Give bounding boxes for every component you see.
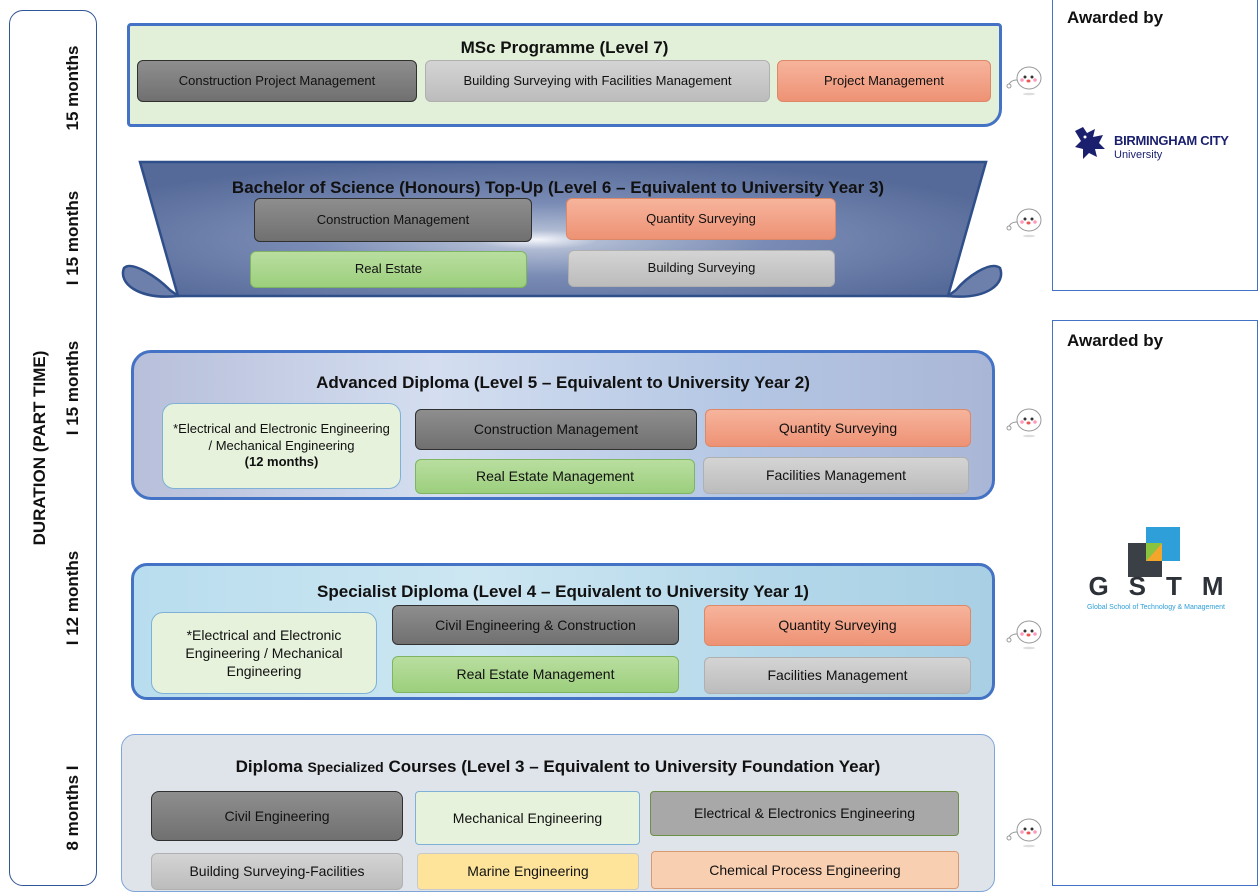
duration-level-3: 8 months I [63,765,82,851]
course-mechanical-engineering-l3: Mechanical Engineering [415,791,640,845]
level-3-title-b: Specialized [307,759,384,775]
course-project-management: Project Management [777,60,991,102]
course-quantity-surveying-l5: Quantity Surveying [705,409,971,447]
gstm-logo-text: GSTM [1088,571,1244,601]
course-real-estate-management-l4: Real Estate Management [392,656,679,693]
award-heading-gstm: Awarded by [1067,331,1164,350]
mascot-icon [1006,408,1042,438]
duration-level-7: 15 months [63,45,82,131]
mascot-icon [1006,66,1042,96]
course-facilities-management-l4: Facilities Management [704,657,971,694]
award-box-gstm: Awarded by GSTM Global School of Technol… [1052,320,1258,886]
duration-frame [9,10,97,886]
level-5-title: Advanced Diploma (Level 5 – Equivalent t… [316,373,810,392]
gstm-logo-icon [1128,527,1180,577]
level-3-title-a: Diploma [235,757,308,776]
birmingham-dragon-icon [1075,127,1105,159]
mascot-icon [1006,818,1042,848]
bcu-logo-line1: BIRMINGHAM CITY [1114,133,1229,148]
duration-title: DURATION (PART TIME) [30,350,49,546]
mascot-icon [1006,208,1042,238]
course-construction-management-l5: Construction Management [415,409,697,450]
course-real-estate-management-l5: Real Estate Management [415,459,695,494]
course-eee-mechanical-l4: *Electrical and Electronic Engineering /… [151,612,377,694]
course-marine-engineering-l3: Marine Engineering [417,853,639,890]
course-real-estate-l6: Real Estate [250,251,527,288]
course-quantity-surveying-l6: Quantity Surveying [566,198,836,240]
level-4-title: Specialist Diploma (Level 4 – Equivalent… [317,582,809,601]
level-3-title: Diploma Specialized Courses (Level 3 – E… [122,757,994,777]
course-building-surveying-facilities-l3: Building Surveying-Facilities [151,853,403,890]
course-construction-management-l6: Construction Management [254,198,532,242]
award-box-bcu: Awarded by BIRMINGHAM CITY University [1052,0,1258,291]
course-facilities-management-l5: Facilities Management [703,457,969,494]
duration-level-4: I 12 months [63,550,82,646]
duration-level-6: I 15 months [63,190,82,286]
level-6-title: Bachelor of Science (Honours) Top-Up (Le… [231,178,885,197]
mascot-icon [1006,620,1042,650]
gstm-logo-subtitle: Global School of Technology & Management [1086,604,1225,611]
course-quantity-surveying-l4: Quantity Surveying [704,605,971,646]
course-eee-mechanical-l5-duration: (12 months) [244,454,319,470]
duration-level-5: I 15 months [63,340,82,436]
level-3-title-c: Courses (Level 3 – Equivalent to Univers… [383,757,881,776]
course-eee-mechanical-l5: *Electrical and Electronic Engineering /… [162,403,401,489]
award-heading-bcu: Awarded by [1067,8,1164,27]
course-eee-mechanical-l5-text: *Electrical and Electronic Engineering /… [173,420,390,453]
course-building-surveying-facilities-mgmt: Building Surveying with Facilities Manag… [425,60,770,102]
course-construction-project-management: Construction Project Management [137,60,417,102]
course-electrical-electronics-l3: Electrical & Electronics Engineering [650,791,959,836]
bcu-logo-line2: University [1114,149,1163,161]
course-civil-engineering-l3: Civil Engineering [151,791,403,841]
course-building-surveying-l6: Building Surveying [568,250,835,287]
level-7-title: MSc Programme (Level 7) [460,38,669,57]
course-chemical-process-engineering-l3: Chemical Process Engineering [651,851,959,889]
course-civil-engineering-construction-l4: Civil Engineering & Construction [392,605,679,645]
